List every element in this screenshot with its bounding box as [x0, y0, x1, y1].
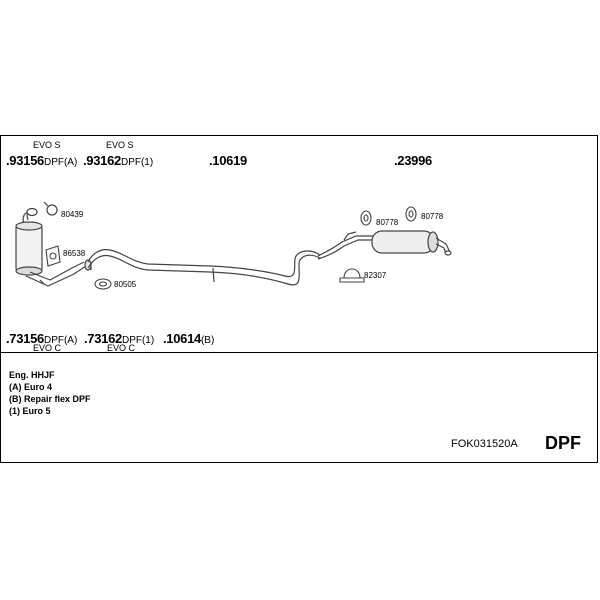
part-code-bottom[interactable]: .73162DPF(1): [84, 331, 154, 347]
part-label: 80505: [114, 280, 137, 289]
part-code-top[interactable]: .93156DPF(A): [6, 153, 77, 169]
part-label: 80778: [421, 212, 444, 221]
reference-code: FOK031520A: [451, 438, 518, 450]
part-code-top[interactable]: .23996: [394, 153, 432, 169]
part-number: .73162: [84, 331, 122, 346]
u-clamp-icon[interactable]: [339, 268, 365, 283]
evo-label: EVO S: [33, 140, 61, 150]
part-code-bottom[interactable]: .10614(B): [163, 331, 214, 347]
part-label: 80778: [376, 218, 399, 227]
part-suffix: (B): [200, 335, 215, 346]
rear-silencer[interactable]: [317, 230, 452, 260]
note-line: Eng. HHJF: [9, 370, 55, 380]
part-label: 86538: [63, 249, 86, 258]
evo-label: EVO C: [107, 343, 136, 353]
note-line: (1) Euro 5: [9, 406, 51, 416]
clamp-icon[interactable]: [43, 201, 58, 216]
part-label: 80439: [61, 210, 84, 219]
system-type-label: DPF: [545, 433, 581, 453]
part-suffix: DPF(A): [43, 157, 78, 168]
gasket-ring-icon[interactable]: [94, 278, 112, 290]
part-code-bottom[interactable]: .73156DPF(A): [6, 331, 77, 347]
front-pipe-dpf[interactable]: [15, 207, 92, 287]
rubber-mount-icon[interactable]: [405, 206, 417, 222]
section-divider: [0, 352, 598, 353]
part-number: .10619: [209, 153, 247, 168]
middle-pipe[interactable]: [87, 249, 321, 286]
part-number: .10614: [163, 331, 201, 346]
note-line: (A) Euro 4: [9, 382, 53, 392]
evo-label: EVO C: [33, 343, 62, 353]
flange-gasket-icon[interactable]: [45, 245, 61, 267]
part-number: .93162: [83, 153, 121, 168]
evo-label: EVO S: [106, 140, 134, 150]
diagram-frame: [0, 135, 598, 463]
part-number: .73156: [6, 331, 44, 346]
part-code-top[interactable]: .10619: [209, 153, 247, 169]
part-label: 82307: [364, 271, 387, 280]
part-code-top[interactable]: .93162DPF(1): [83, 153, 153, 169]
note-line: (B) Repair flex DPF: [9, 394, 91, 404]
part-number: .93156: [6, 153, 44, 168]
rubber-mount-icon[interactable]: [360, 210, 372, 226]
part-number: .23996: [394, 153, 432, 168]
part-suffix: DPF(A): [43, 335, 78, 346]
part-suffix: DPF(1): [121, 335, 155, 346]
part-suffix: DPF(1): [120, 157, 154, 168]
